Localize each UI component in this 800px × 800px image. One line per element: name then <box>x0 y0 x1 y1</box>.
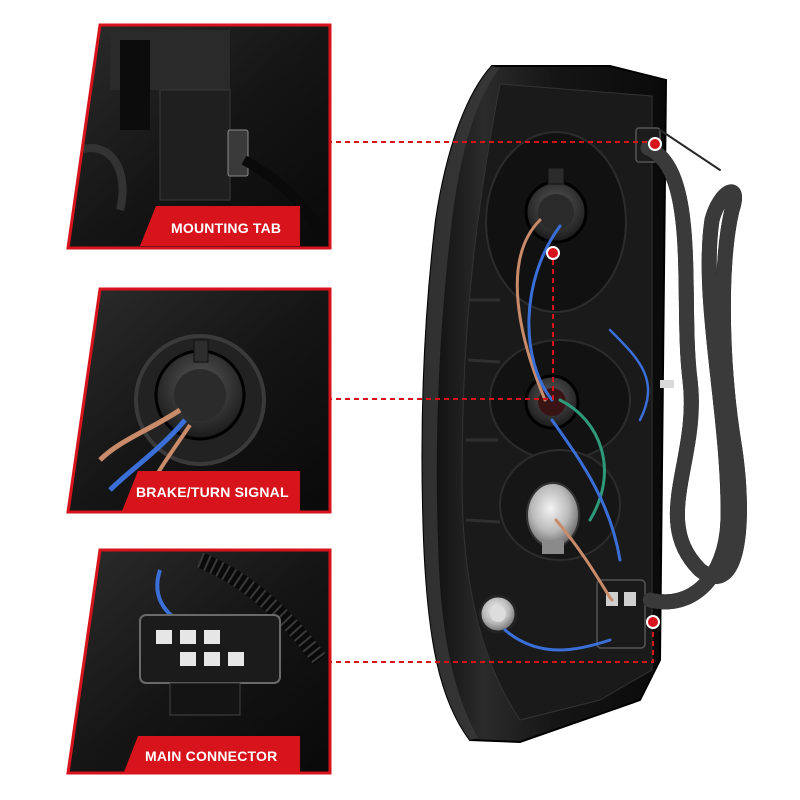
wiring-harness-loom <box>640 129 747 610</box>
label-brake-turn-signal: BRAKE/TURN SIGNAL <box>136 484 289 500</box>
lower-bulb-socket <box>478 594 518 634</box>
wire-bundle <box>503 218 650 652</box>
upper-bulb-socket <box>524 167 588 244</box>
leader-lines <box>318 141 654 663</box>
mounting-tab-closeup <box>68 25 330 248</box>
callout-brake-turn-signal: BRAKE/TURN SIGNAL <box>66 287 332 514</box>
label-main-connector: MAIN CONNECTOR <box>145 748 277 764</box>
marker-brake-turn <box>546 246 560 260</box>
leader-line-main-connector <box>318 628 654 663</box>
leader-line-brake-turn <box>318 259 554 400</box>
label-tab-main-connector <box>124 736 300 772</box>
label-tab-brake-turn <box>122 471 300 511</box>
callout-main-connector: MAIN CONNECTOR <box>66 548 332 775</box>
main-connector-closeup <box>68 550 330 773</box>
label-mounting-tab: MOUNTING TAB <box>171 220 281 236</box>
marker-mounting-tab <box>648 137 662 151</box>
callout-mounting-tab: MOUNTING TAB <box>66 23 332 250</box>
marker-main-connector <box>646 615 660 629</box>
label-tab-mounting <box>140 206 300 246</box>
